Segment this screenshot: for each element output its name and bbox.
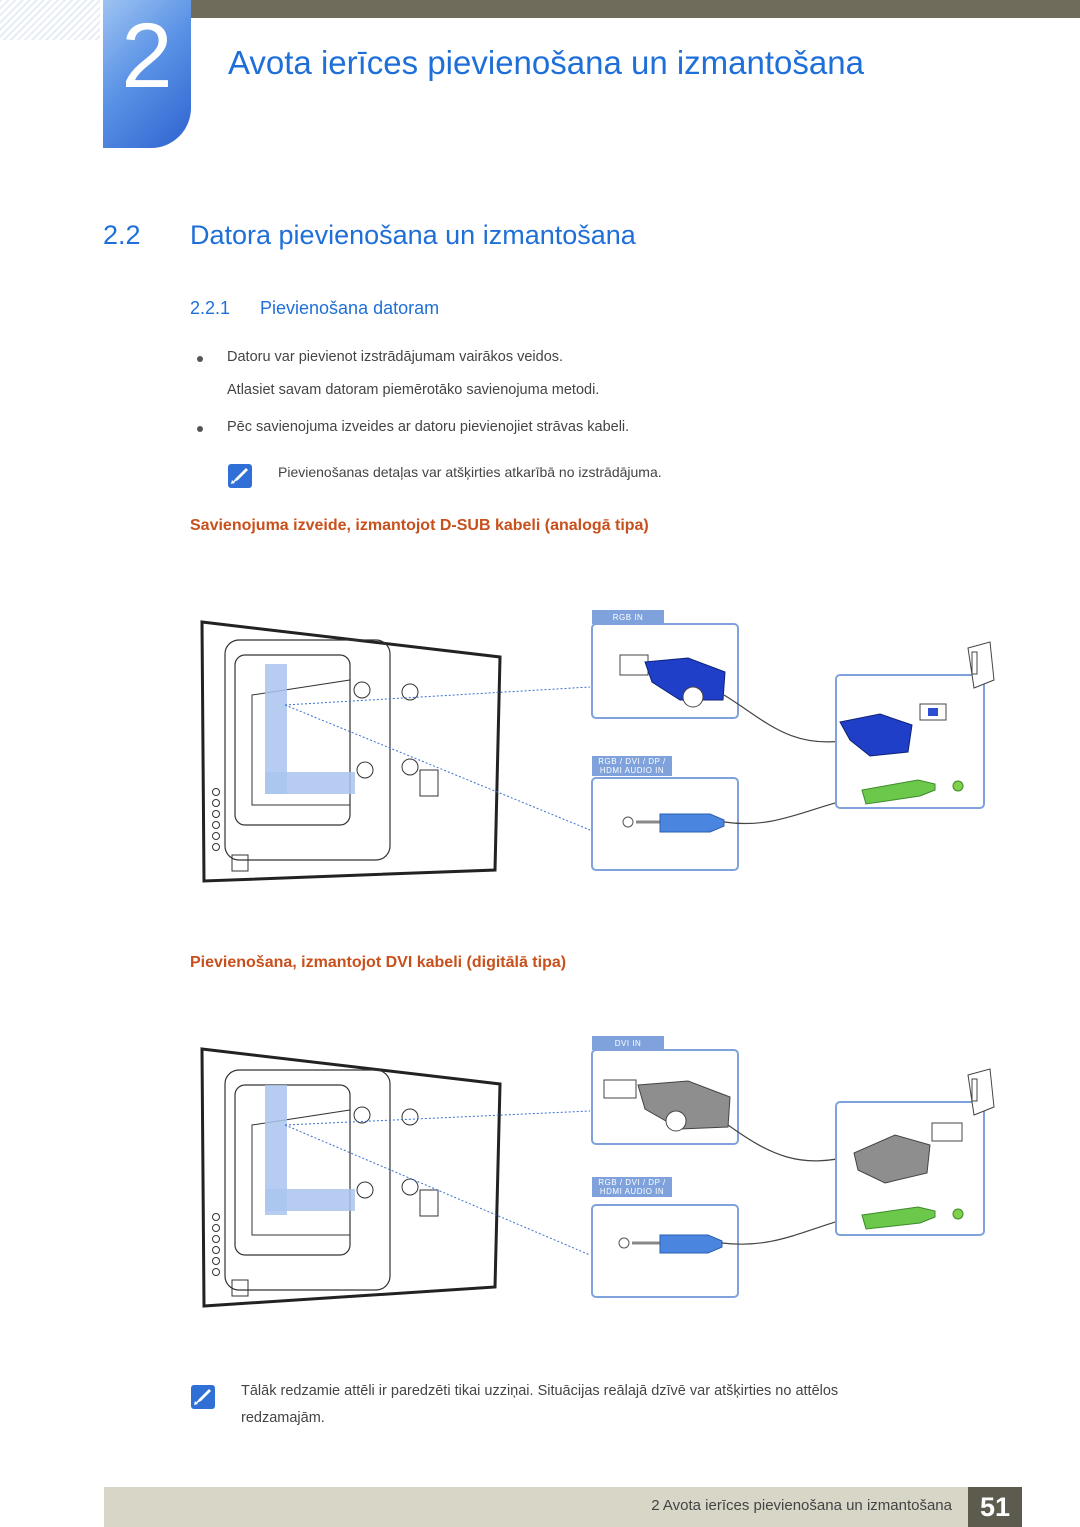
dsub-connection-diagram	[200, 620, 995, 883]
dvi-heading: Pievienošana, izmantojot DVI kabeli (dig…	[190, 954, 567, 971]
footer-bar	[104, 1487, 970, 1527]
header-top-bar	[190, 0, 1080, 18]
note-icon	[191, 1385, 215, 1409]
footer-chapter-reference: 2 Avota ierīces pievienošana un izmantoš…	[651, 1497, 952, 1514]
pc-tower-icon	[967, 641, 995, 689]
port-label-dvi-in: DVI IN	[592, 1036, 664, 1050]
monitor-rear-illustration	[200, 620, 502, 883]
note-text-2-line-2: redzamajām.	[241, 1410, 325, 1426]
page-number: 51	[968, 1487, 1022, 1527]
chapter-number: 2	[121, 5, 173, 107]
port-label-audio-line2: HDMI AUDIO IN	[599, 1187, 665, 1196]
chapter-number-box	[103, 0, 191, 148]
chapter-title: Avota ierīces pievienošana un izmantošan…	[228, 44, 864, 81]
subsection-heading: 2.2.1 Pievienošana datoram	[190, 298, 439, 319]
port-label-audio-line2: HDMI AUDIO IN	[599, 766, 665, 775]
note-text-1: Pievienošanas detaļas var atšķirties atk…	[278, 464, 662, 480]
dsub-heading: Savienojuma izveide, izmantojot D-SUB ka…	[190, 517, 649, 534]
port-label-rgb-in: RGB IN	[592, 610, 664, 624]
port-label-audio-line1: RGB / DVI / DP /	[598, 1178, 666, 1187]
bullet-dot	[197, 426, 203, 432]
bullet-1-line-2: Atlasiet savam datoram piemērotāko savie…	[227, 382, 600, 398]
section-number: 2.2	[103, 220, 141, 250]
dvi-connection-diagram	[200, 1047, 995, 1308]
bullet-1-line-1: Datoru var pievienot izstrādājumam vairā…	[227, 349, 564, 365]
note-text-2-line-1: Tālāk redzamie attēli ir paredzēti tikai…	[241, 1383, 839, 1399]
port-label-audio-line1: RGB / DVI / DP /	[598, 757, 666, 766]
section-title: Datora pievienošana un izmantošana	[190, 220, 636, 250]
note-icon	[228, 464, 252, 488]
subsection-number: 2.2.1	[190, 298, 231, 318]
header-hatch-decoration	[0, 0, 100, 40]
section-heading: 2.2 Datora pievienošana un izmantošana	[103, 220, 636, 251]
monitor-rear-illustration	[200, 1047, 502, 1308]
bullet-2-line-1: Pēc savienojuma izveides ar datoru pievi…	[227, 419, 630, 435]
bullet-dot	[197, 356, 203, 362]
subsection-title: Pievienošana datoram	[260, 298, 440, 318]
pc-tower-icon	[967, 1068, 995, 1116]
port-label-audio: RGB / DVI / DP / HDMI AUDIO IN	[592, 1177, 672, 1197]
port-label-audio: RGB / DVI / DP / HDMI AUDIO IN	[592, 756, 672, 776]
